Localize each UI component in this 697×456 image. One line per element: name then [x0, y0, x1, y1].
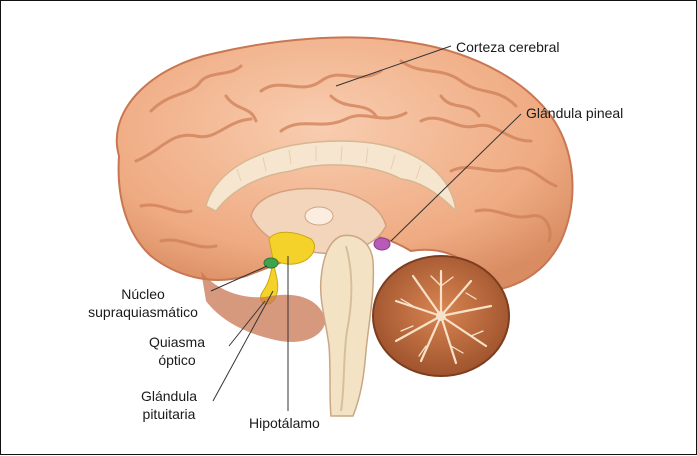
label-pituitaria-line2: pituitaria — [129, 405, 209, 423]
label-pituitaria: Glándula pituitaria — [129, 387, 209, 423]
label-corteza-cerebral: Corteza cerebral — [456, 38, 560, 56]
label-pituitaria-line1: Glándula — [129, 387, 209, 405]
pineal-gland — [374, 238, 390, 250]
label-glandula-pineal: Glándula pineal — [526, 104, 623, 122]
label-quiasma-line1: Quiasma — [141, 333, 213, 351]
label-nucleo: Núcleo supraquiasmático — [77, 285, 209, 321]
cerebellum — [373, 256, 509, 376]
label-nucleo-line2: supraquiasmático — [77, 303, 209, 321]
label-hipotalamo: Hipotálamo — [249, 414, 320, 432]
label-quiasma: Quiasma óptico — [141, 333, 213, 369]
label-quiasma-line2: óptico — [141, 351, 213, 369]
label-nucleo-line1: Núcleo — [77, 285, 209, 303]
